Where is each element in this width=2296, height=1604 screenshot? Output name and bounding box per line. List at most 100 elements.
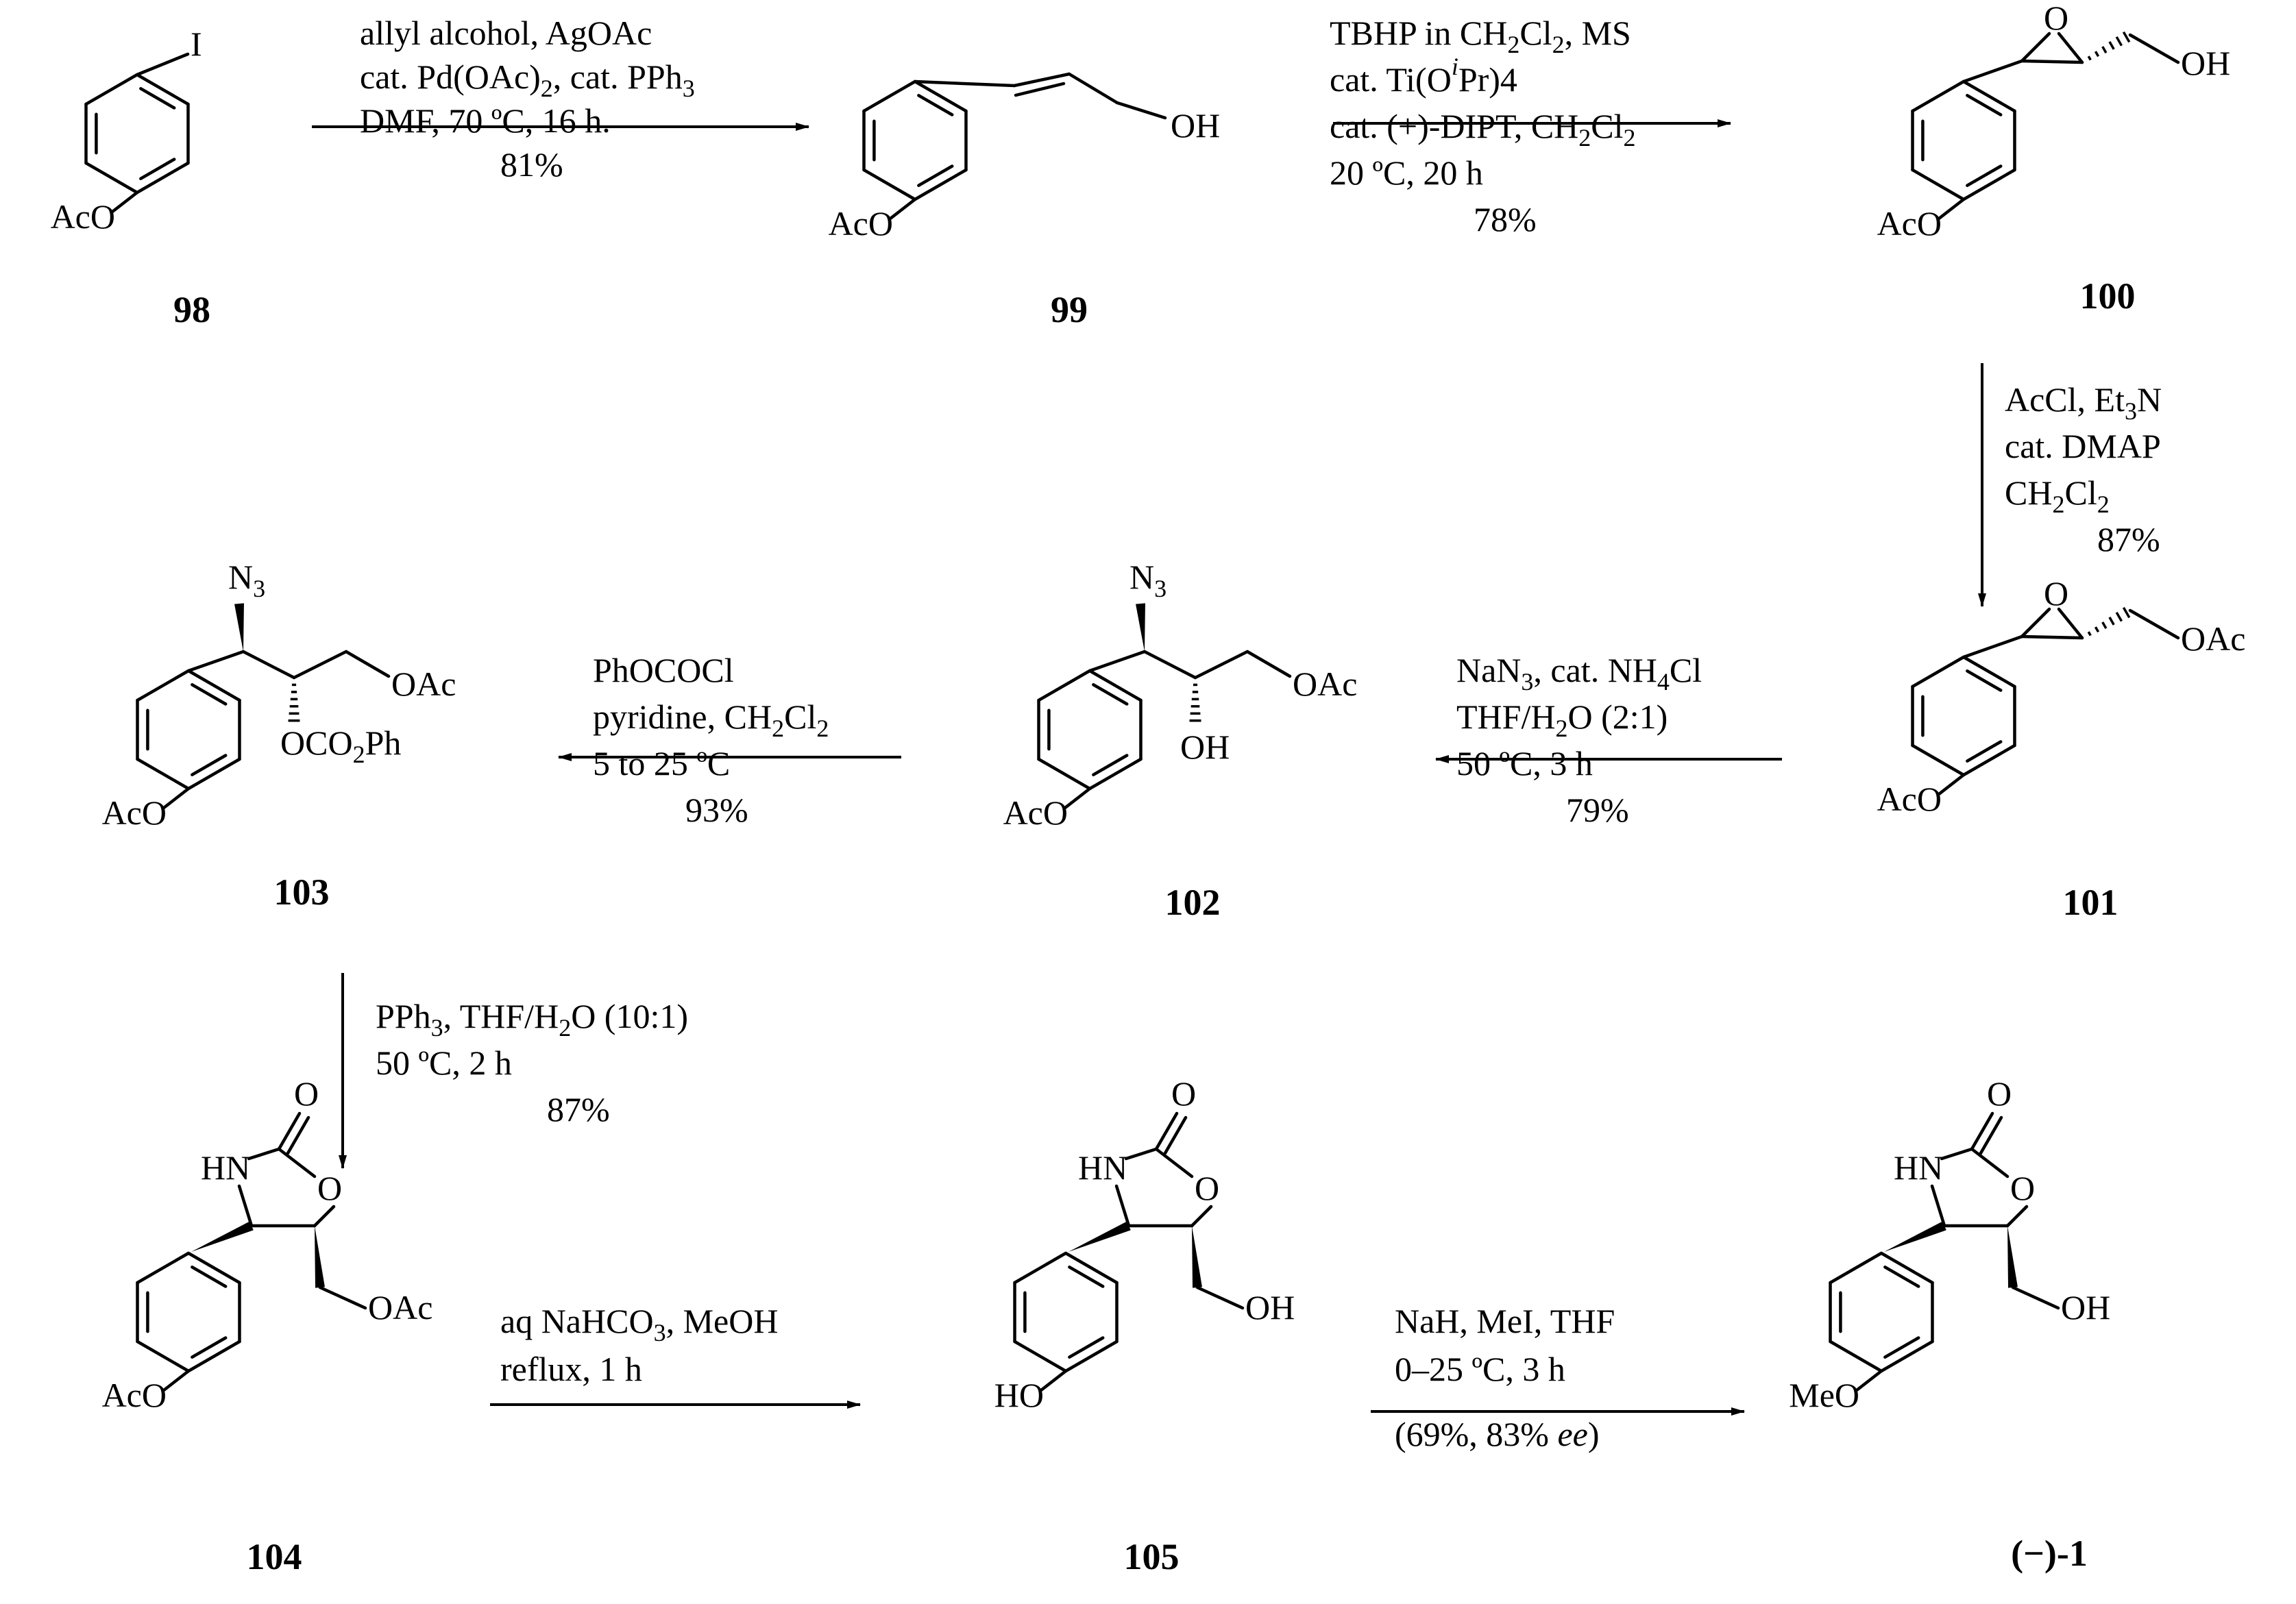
text-run: Cl <box>784 698 816 736</box>
ring-bond <box>1911 79 1966 113</box>
condition-line: cat. Ti(OiPr)4 <box>1330 53 1517 99</box>
condition-line: TBHP in CH2Cl2, MS <box>1330 14 1631 58</box>
ring-bond <box>1064 1251 1119 1285</box>
text-run: THF/H <box>1456 698 1555 736</box>
text-run: 50 ºC, 3 h <box>1456 744 1593 782</box>
ring-bond <box>1154 1147 1194 1179</box>
aromatic-inner-bond <box>139 87 176 110</box>
condition-line: 93% <box>685 791 748 829</box>
bond <box>241 650 296 680</box>
ring-bond <box>1037 669 1092 702</box>
aryl-wedge <box>191 1221 254 1252</box>
benzene-ring <box>136 669 241 791</box>
condition-line: 5 to 25 ºC <box>593 744 730 782</box>
hydroxyl-label: OH <box>1180 728 1230 766</box>
bond <box>913 79 1016 88</box>
ring-bond <box>1962 168 2016 201</box>
condition-line: 87% <box>547 1090 610 1128</box>
group-label: N3 <box>228 558 265 602</box>
bond <box>2011 1285 2060 1310</box>
ring-bond <box>913 79 968 113</box>
benzene-ring <box>862 79 968 201</box>
subscript: 3 <box>2125 397 2137 425</box>
condition-line: aq NaHCO3, MeOH <box>500 1302 778 1346</box>
acetate-label: OAc <box>1293 665 1357 703</box>
ring-bond <box>1911 168 1966 201</box>
para-substituent-aco: AcO <box>102 793 167 832</box>
text-run: PhOCOCl <box>593 651 734 689</box>
azide-wedge <box>234 603 244 652</box>
ring-bond <box>1114 1184 1131 1228</box>
hash-segment <box>2094 626 2100 633</box>
ring-bond <box>1962 79 2016 113</box>
bond <box>1067 72 1119 105</box>
condition-line: reflux, 1 h <box>500 1350 642 1388</box>
carbonyl-bond <box>277 1111 302 1151</box>
subscript: 2 <box>2097 491 2110 518</box>
ring-bond <box>1962 743 2016 777</box>
ring-bond <box>913 168 968 201</box>
condition-line: allyl alcohol, AgOAc <box>360 14 652 52</box>
carbonyl-bond <box>1154 1111 1179 1151</box>
epoxide-bond <box>2057 607 2084 640</box>
benzene-ring <box>1911 79 2016 201</box>
text-run: cat. (+)-DIPT, CH <box>1330 107 1578 145</box>
carbonyl-second-bond <box>1979 1115 2003 1155</box>
bond <box>1088 650 1147 673</box>
para-substituent-aco: AcO <box>1003 793 1068 832</box>
condition-line: pyridine, CH2Cl2 <box>593 698 829 742</box>
subscript: 2 <box>1555 715 1567 742</box>
subscript: 2 <box>1578 124 1591 151</box>
nh-label: HN <box>1894 1148 1943 1187</box>
benzene-ring <box>84 73 190 195</box>
text-run: NaH, MeI, THF <box>1395 1302 1615 1340</box>
ring-bond <box>1088 669 1143 702</box>
group-text: N <box>1129 558 1154 596</box>
text-run: 0–25 ºC, 3 h <box>1395 1350 1565 1388</box>
text-run: pyridine, CH <box>593 698 772 736</box>
aromatic-inner-bond <box>191 1266 228 1288</box>
text-run: Cl <box>1591 107 1623 145</box>
terminal-group-label: OAc <box>2181 619 2245 658</box>
ring-bond <box>1088 757 1143 791</box>
subscript: 2 <box>1507 31 1519 58</box>
aromatic-inner-bond <box>191 754 228 776</box>
text-run: 79% <box>1566 791 1629 829</box>
condition-line: AcCl, Et3N <box>2005 380 2162 425</box>
para-oxygen-bond <box>1937 773 1966 796</box>
subscript: 3 <box>1521 668 1533 695</box>
subscript: 3 <box>253 575 265 602</box>
text-run: allyl alcohol, AgOAc <box>360 14 652 52</box>
compound-number: 101 <box>2063 882 2118 923</box>
subscript: 2 <box>541 75 553 102</box>
aromatic-inner-bond <box>1966 669 2003 692</box>
condition-line: 50 ºC, 2 h <box>376 1044 512 1082</box>
epoxide-bond <box>2020 59 2084 64</box>
subscript: 3 <box>431 1014 443 1041</box>
condition-line: CH2Cl2 <box>2005 473 2110 518</box>
ring-bond <box>1879 1340 1934 1373</box>
text-run: , THF/H <box>443 997 559 1035</box>
text-run: 78% <box>1474 200 1537 238</box>
text-run: O (10:1) <box>571 997 688 1035</box>
text-run: , cat. NH <box>1533 651 1657 689</box>
group-text: OCO <box>280 724 353 762</box>
bond <box>318 1285 367 1310</box>
compound-number: (−)-1 <box>2011 1533 2088 1574</box>
condition-line: THF/H2O (2:1) <box>1456 698 1668 742</box>
conditions-104-to-105: aq NaHCO3, MeOH reflux, 1 h <box>500 1302 778 1388</box>
condition-line: cat. DMAP <box>2005 427 2161 465</box>
bond <box>1245 650 1292 678</box>
terminal-group-label: OH <box>2181 44 2230 82</box>
bond <box>2128 608 2180 640</box>
bond <box>292 650 348 680</box>
group-label: OCO2Ph <box>280 724 401 768</box>
bond <box>1195 1285 1245 1310</box>
subscript: 2 <box>816 715 829 742</box>
